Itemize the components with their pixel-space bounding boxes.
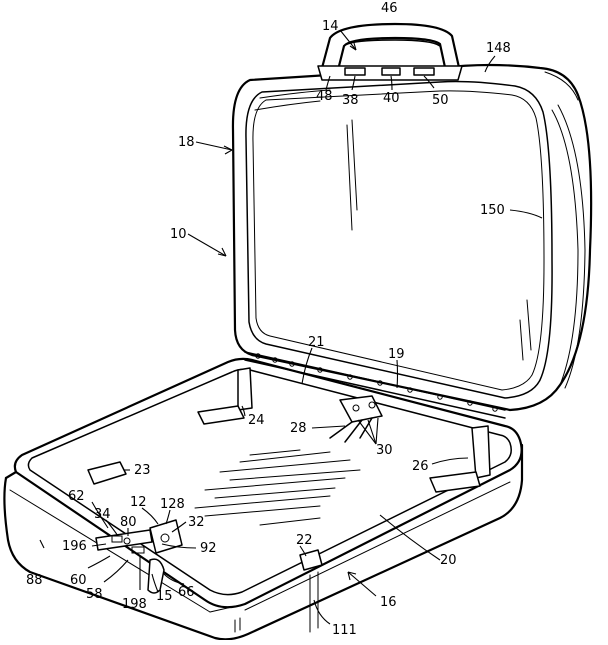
ref-150: 150 [480,203,505,218]
ref-30: 30 [376,443,393,458]
interior [87,367,491,594]
ref-196: 196 [62,539,87,554]
ref-19: 19 [388,347,405,362]
ref-21: 21 [308,335,325,350]
ref-24: 24 [248,413,265,428]
ref-128: 128 [160,497,185,512]
ref-88: 88 [26,573,43,588]
ref-60: 60 [70,573,87,588]
ref-23: 23 [134,463,151,478]
latch-38-shape [344,67,366,76]
ref-48: 48 [316,89,333,104]
ref-14: 14 [322,19,339,34]
ref-46: 46 [381,1,398,16]
ref-20: 20 [440,553,457,568]
latch-40-shape [381,67,401,76]
lock-plate-12 [149,519,183,554]
ref-80: 80 [120,515,137,530]
block-23 [87,461,127,485]
ref-62: 62 [68,489,85,504]
ref-58: 58 [86,587,103,602]
ref-38: 38 [342,93,359,108]
ref-22: 22 [296,533,313,548]
base [3,357,524,641]
clasp-66 [147,558,165,594]
ref-34: 34 [94,507,111,522]
ref-16: 16 [380,595,397,610]
ref-12: 12 [130,495,147,510]
lid [231,63,593,412]
ref-40: 40 [383,91,400,106]
leader-lines [39,29,543,625]
ref-66: 66 [178,585,195,600]
reference-numerals: 46 14 148 48 38 40 50 18 10 150 21 19 24… [26,1,511,638]
support-24-upright [237,367,253,411]
bracket-30 [339,395,383,423]
ref-111: 111 [332,623,357,638]
ref-92: 92 [200,541,217,556]
ref-26: 26 [412,459,429,474]
support-24-foot [197,405,245,425]
ref-28: 28 [290,421,307,436]
ref-15: 15 [156,589,173,604]
ref-18: 18 [178,135,195,150]
latch-50-shape [413,67,435,76]
ref-10: 10 [170,227,187,242]
ref-198: 198 [122,597,147,612]
handle [317,22,463,81]
ref-50: 50 [432,93,449,108]
ref-32: 32 [188,515,205,530]
ref-148: 148 [486,41,511,56]
